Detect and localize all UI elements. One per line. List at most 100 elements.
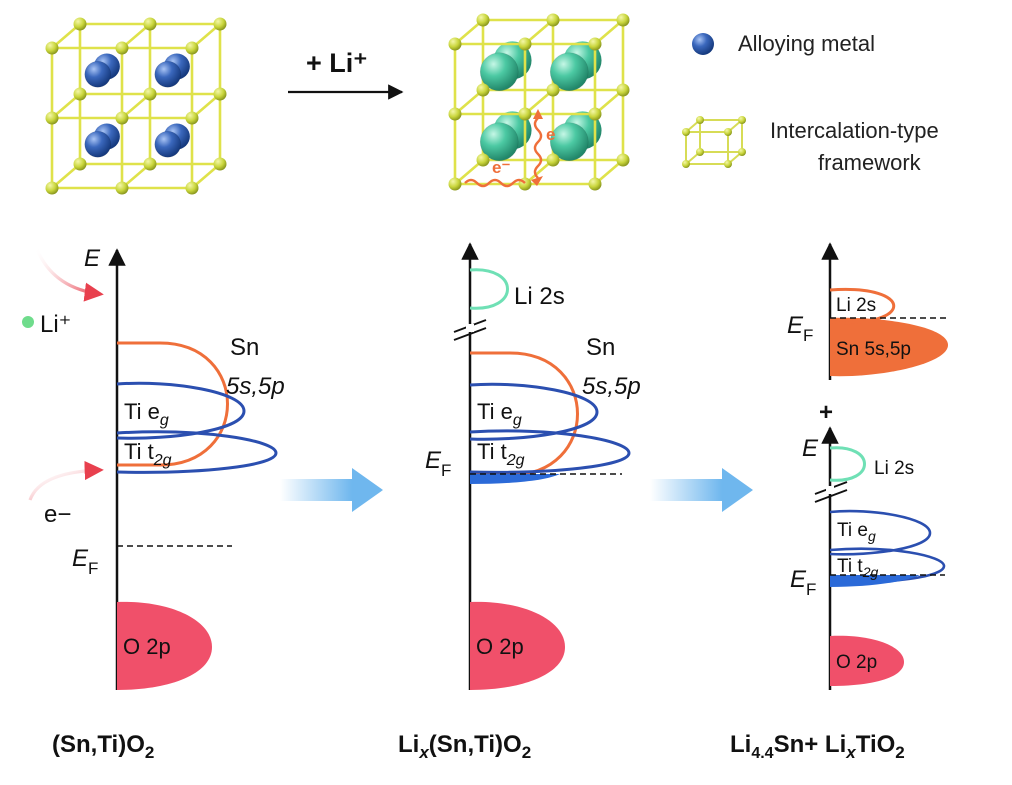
lattice-node [143, 87, 157, 101]
lattice-node [476, 83, 490, 97]
ti-eg-band-3 [829, 509, 932, 556]
lattice-node [588, 37, 602, 51]
lattice-node [45, 181, 59, 195]
li2s-label-3-top: Li 2s [836, 295, 876, 316]
flow-arrow-2 [650, 468, 753, 512]
legend-framework-line2: framework [818, 150, 922, 175]
ti-eg-band [116, 381, 246, 440]
band-diagram-panel-3: Li 2s Sn 5s,5p EF + E Li 2s Ti eg Ti t2g… [730, 242, 950, 762]
li2s-band-3 [829, 446, 866, 482]
o2p-band-2 [470, 601, 565, 690]
host-atom [84, 60, 112, 88]
o2p-label-2: O 2p [476, 634, 524, 659]
lattice-node [143, 17, 157, 31]
lattice-node [213, 87, 227, 101]
ti-eg-label: Ti eg [124, 399, 169, 429]
legend: Alloying metal Intercalation-type framew… [682, 31, 939, 175]
electron-label: e− [44, 501, 71, 528]
legend-framework-line1: Intercalation-type [770, 118, 939, 143]
lattice-node [115, 111, 129, 125]
li-ion-dot [22, 316, 34, 328]
panel2-caption: Lix(Sn,Ti)O2 [398, 731, 531, 762]
lattice-node [448, 37, 462, 51]
ti-t2g-filled-2 [470, 474, 560, 484]
li2s-band [469, 268, 509, 310]
lattice-node [185, 181, 199, 195]
lattice-node [448, 177, 462, 191]
host-atom [549, 52, 589, 92]
fermi-level-label-3: EF [790, 566, 816, 599]
ti-t2g-filled-3 [830, 575, 920, 587]
lattice-node [45, 111, 59, 125]
ti-eg-label-3: Ti eg [837, 520, 876, 544]
host-atom [154, 60, 182, 88]
host-lattice-after [448, 13, 630, 191]
framework-swatch [685, 119, 743, 165]
panel1-caption: (Sn,Ti)O2 [52, 731, 154, 762]
ti-t2g-band [116, 430, 278, 474]
lattice-node [518, 107, 532, 121]
li-ion-incoming-arrow [34, 246, 104, 302]
sn-filled-band [830, 317, 948, 377]
ti-t2g-label-3: Ti t2g [837, 556, 878, 580]
li2s-band-3-top [829, 287, 895, 325]
energy-axis-label: E [84, 245, 101, 272]
host-atom [154, 130, 182, 158]
lattice-node [213, 17, 227, 31]
o2p-label-3: O 2p [836, 652, 877, 673]
alloying-metal-swatch [692, 33, 714, 55]
lattice-node [616, 13, 630, 27]
lattice-node [518, 37, 532, 51]
sn-label-2b: 5s,5p [582, 373, 641, 400]
host-atom [84, 130, 112, 158]
lattice-front-bonds [50, 46, 194, 190]
sn-label-2a: Sn [586, 334, 615, 361]
electron-incoming-arrow [28, 460, 104, 501]
sn-label-1: Sn [230, 334, 259, 361]
lattice-node [73, 87, 87, 101]
o2p-label: O 2p [123, 634, 171, 659]
lattice-node [546, 13, 560, 27]
lattice-node [115, 41, 129, 55]
lattice-node [45, 41, 59, 55]
lattice-node [588, 107, 602, 121]
host-atom [479, 122, 519, 162]
fermi-level-label-2: EF [425, 447, 451, 480]
sn-band [117, 341, 229, 467]
lattice-node [185, 111, 199, 125]
panel3-caption: Li4.4Sn+ LixTiO2 [730, 731, 905, 762]
lattice-node [476, 13, 490, 27]
lattice-node [448, 107, 462, 121]
flow-arrow-1 [280, 468, 383, 512]
lattice-node [185, 41, 199, 55]
host-lattice-before [45, 17, 227, 195]
band-diagram-panel-1: Li⁺ e− E O 2p Sn 5s,5p Ti eg Ti t2g EF (… [22, 245, 285, 762]
host-atom [479, 52, 519, 92]
ti-eg-label-2: Ti eg [477, 399, 522, 429]
ti-t2g-label: Ti t2g [124, 439, 172, 469]
lattice-node [73, 157, 87, 171]
fermi-level-label: EF [72, 545, 98, 578]
lattice-node [143, 157, 157, 171]
lattice-node [588, 177, 602, 191]
band-diagram-panel-2: Li 2s O 2p EF Sn 5s,5p Ti eg Ti t2g Lix(… [398, 242, 641, 762]
legend-alloying-metal: Alloying metal [738, 31, 875, 56]
lattice-node [476, 153, 490, 167]
lattice-node [213, 157, 227, 171]
li-ion-label: Li⁺ [40, 311, 71, 338]
lattice-node [115, 181, 129, 195]
energy-axis-label-3: E [802, 435, 819, 462]
o2p-band-3 [830, 635, 904, 686]
lattice-node [616, 153, 630, 167]
ti-eg-band-2 [469, 382, 599, 441]
lattice-node [546, 153, 560, 167]
lattice-node [616, 83, 630, 97]
reaction-arrow-label: + Li⁺ [306, 48, 368, 78]
electron-label-vertical: e [546, 125, 555, 144]
lattice-node [546, 83, 560, 97]
o2p-band [117, 601, 212, 690]
ti-t2g-band-2 [469, 429, 631, 474]
host-atom [549, 122, 589, 162]
electron-label-horizontal: e⁻ [492, 158, 510, 177]
